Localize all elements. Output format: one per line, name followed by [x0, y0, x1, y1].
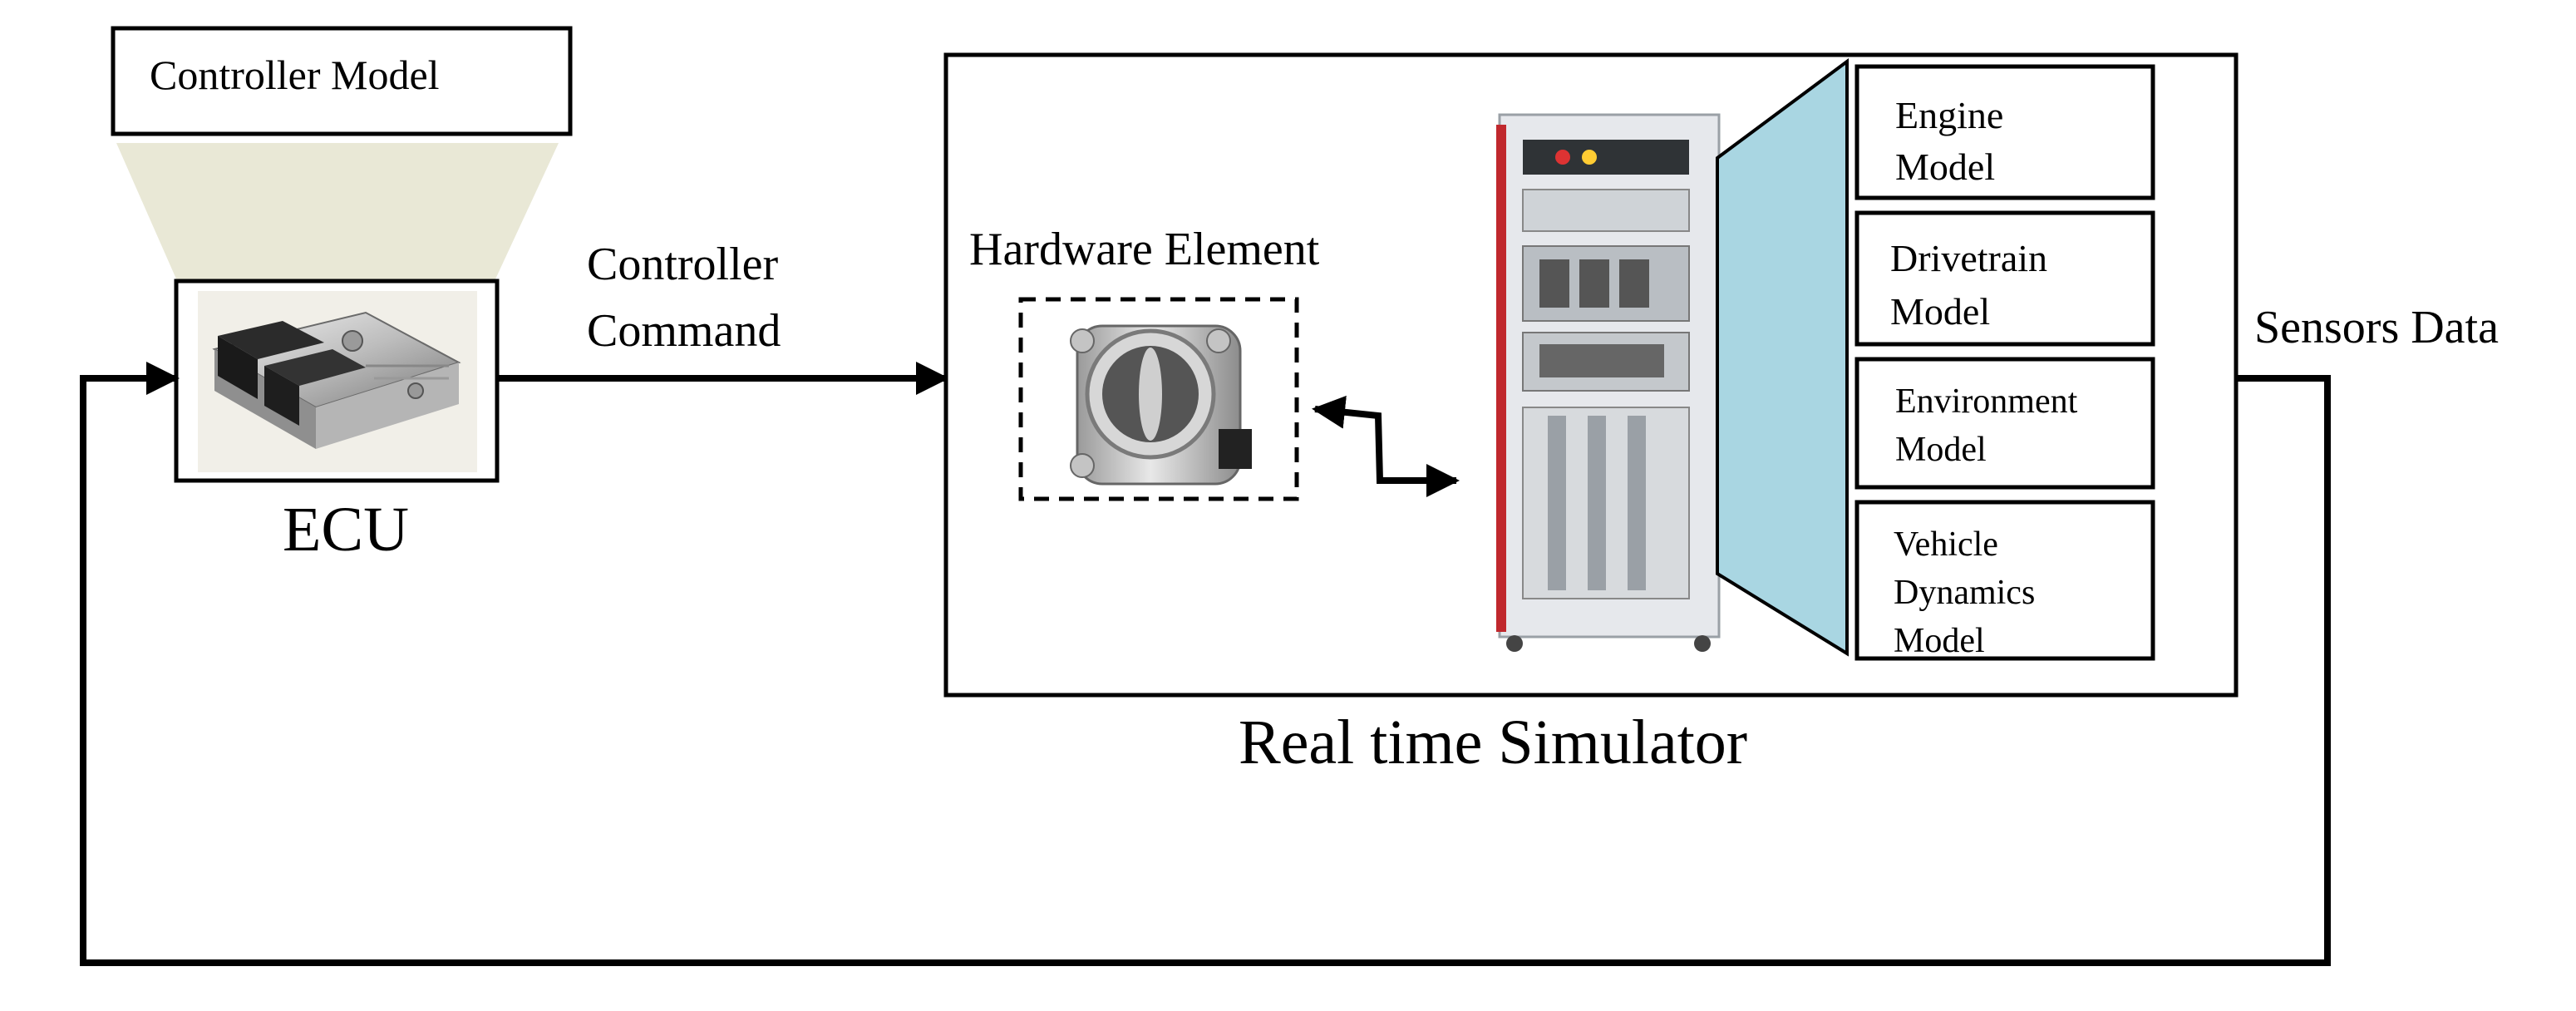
- vehicle-dynamics-model-box: Vehicle Dynamics Model: [1854, 500, 2155, 661]
- environment-model-box: Environment Model: [1854, 357, 2155, 490]
- hardware-element-label: Hardware Element: [969, 224, 1320, 275]
- controller-model-funnel: [116, 143, 559, 283]
- controller-command-label: Controller Command: [587, 239, 790, 357]
- ecu-box: ECU: [174, 279, 500, 565]
- throttle-body-image: [1070, 324, 1252, 486]
- engine-model-box: Engine Model: [1854, 64, 2155, 200]
- environment-model-label: Environment Model: [1895, 382, 2086, 469]
- sensors-data-feedback-line: [80, 362, 2331, 966]
- controller-command-line-1: Controller: [587, 239, 779, 290]
- hardware-element-box: [1018, 297, 1299, 501]
- engine-model-label: Engine Model: [1895, 94, 2013, 188]
- drivetrain-model-box: Drivetrain Model: [1854, 210, 2155, 347]
- rack-door-panel: [1716, 58, 1849, 657]
- controller-model-label: Controller Model: [150, 52, 440, 98]
- controller-command-line-2: Command: [587, 305, 781, 357]
- vehicle-dynamics-model-label: Vehicle Dynamics Model: [1894, 525, 2044, 660]
- ecu-image: [198, 291, 477, 472]
- controller-model-box: Controller Model: [111, 26, 573, 136]
- simulator-rack-image: [1496, 113, 1721, 652]
- drivetrain-model-label: Drivetrain Model: [1890, 237, 2057, 333]
- real-time-simulator-label: Real time Simulator: [1239, 708, 1747, 777]
- ecu-label: ECU: [283, 495, 409, 565]
- sensors-data-label: Sensors Data: [2254, 302, 2499, 353]
- hardware-simulator-link-arrow: [1312, 395, 1460, 497]
